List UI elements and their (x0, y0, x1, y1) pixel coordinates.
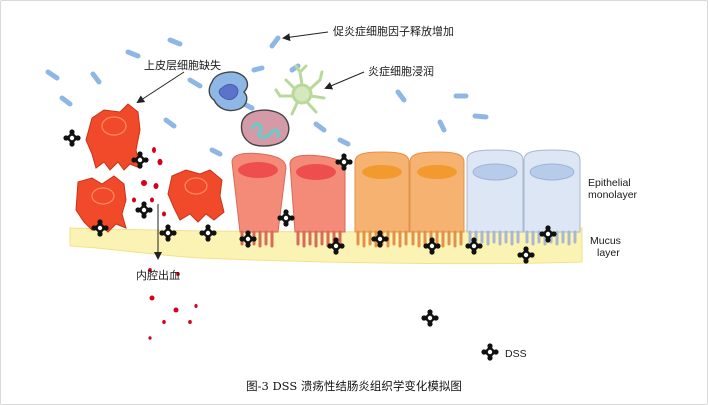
epithelial-monolayer-label: Epithelial (588, 177, 631, 189)
neutrophil-icon (240, 109, 290, 147)
mucus-layer-label-line2: layer (597, 247, 620, 259)
dss-particle-icon (135, 201, 153, 219)
figure-caption: 图-3 DSS 溃疡性结肠炎组织学变化模拟图 (246, 379, 462, 393)
cytokine-release-label: 促炎症细胞因子释放增加 (333, 24, 454, 38)
damaged-epithelial-cell (85, 103, 141, 171)
luminal-bleeding-label: 内腔出血 (136, 268, 180, 282)
arrow-icon (282, 31, 329, 42)
dss-label: DSS (505, 348, 527, 360)
dss-particle-icon (481, 343, 499, 361)
healthy-epithelial-cell (523, 149, 581, 246)
stressed-epithelial-cell (409, 151, 465, 248)
inflammatory-infiltration-label: 炎症细胞浸润 (368, 64, 434, 78)
mucus-layer-label: Mucus (590, 235, 621, 247)
dendritic-cell-icon (274, 64, 326, 116)
dss-particle-icon (421, 309, 439, 327)
dss-particle-icon (63, 129, 81, 147)
macrophage-icon (208, 71, 249, 112)
epithelial-loss-label: 上皮层细胞缺失 (144, 58, 221, 72)
arrow-icon (324, 71, 365, 90)
blood-drop-icon (132, 147, 198, 340)
inflamed-epithelial-cell (231, 152, 287, 248)
inflamed-epithelial-cell (289, 154, 346, 248)
damaged-epithelial-cell (167, 169, 225, 223)
damaged-epithelial-cell (75, 175, 127, 233)
cytokine-dash-icon (45, 35, 489, 157)
epithelial-monolayer-label-line2: monolayer (588, 189, 638, 201)
healthy-epithelial-cell (466, 149, 524, 246)
arrow-icon (136, 71, 185, 104)
